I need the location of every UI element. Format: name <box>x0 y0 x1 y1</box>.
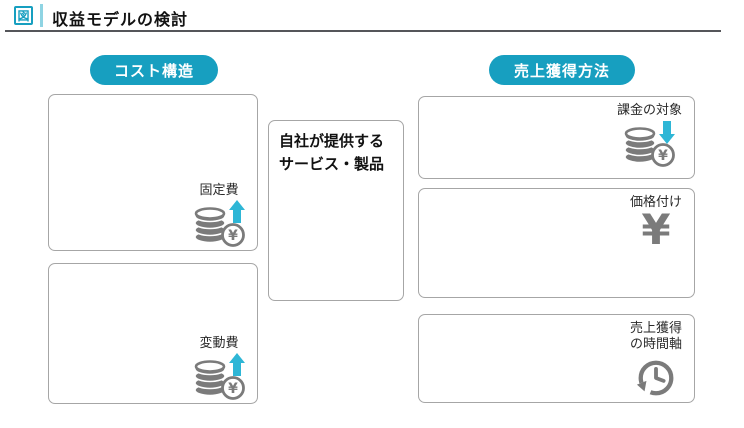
company-products-line2: サービス・製品 <box>279 154 385 173</box>
charge-target-content: 課金の対象 ¥ <box>616 103 682 168</box>
company-products-line1: 自社が提供する <box>279 132 385 150</box>
variable-cost-box: 変動費 ¥ <box>48 263 258 404</box>
fixed-cost-content: 固定費 ¥ <box>191 183 247 247</box>
charge-target-box: 課金の対象 ¥ <box>418 96 695 179</box>
history-clock-icon <box>635 357 677 399</box>
revenue-timeline-label: 売上獲得 の時間軸 <box>630 321 682 354</box>
header-divider <box>40 4 43 27</box>
revenue-timeline-box: 売上獲得 の時間軸 <box>418 314 695 403</box>
variable-cost-content: 変動費 ¥ <box>191 336 247 400</box>
page-title: 収益モデルの検討 <box>52 10 189 29</box>
fixed-cost-box: 固定費 ¥ <box>48 94 258 251</box>
revenue-timeline-content: 売上獲得 の時間軸 <box>630 321 682 399</box>
figure-badge: 図 <box>14 6 33 25</box>
yen-symbol-icon: ¥ <box>641 205 671 255</box>
cost-structure-pill: コスト構造 <box>90 55 218 85</box>
company-products-label: 自社が提供する サービス・製品 <box>269 121 403 175</box>
pricing-label: 価格付け <box>629 195 682 210</box>
pricing-box: 価格付け ¥ <box>418 188 695 298</box>
variable-cost-label: 変動費 <box>199 335 239 351</box>
revenue-timeline-label-line1: 売上獲得 <box>629 321 682 336</box>
header-rule <box>5 30 721 32</box>
svg-text:¥: ¥ <box>228 381 238 397</box>
coin-stack-yen-up-icon: ¥ <box>191 199 247 247</box>
revenue-method-pill: 売上獲得方法 <box>489 55 635 85</box>
svg-text:¥: ¥ <box>228 228 238 244</box>
coin-stack-yen-down-icon: ¥ <box>621 119 677 168</box>
company-products-box: 自社が提供する サービス・製品 <box>268 120 404 301</box>
fixed-cost-label: 固定費 <box>199 182 239 198</box>
coin-stack-yen-up-icon: ¥ <box>191 352 247 400</box>
charge-target-label: 課金の対象 <box>616 103 682 118</box>
revenue-timeline-label-line2: の時間軸 <box>629 337 682 353</box>
svg-text:¥: ¥ <box>659 148 669 164</box>
pricing-content: 価格付け ¥ <box>630 195 682 251</box>
